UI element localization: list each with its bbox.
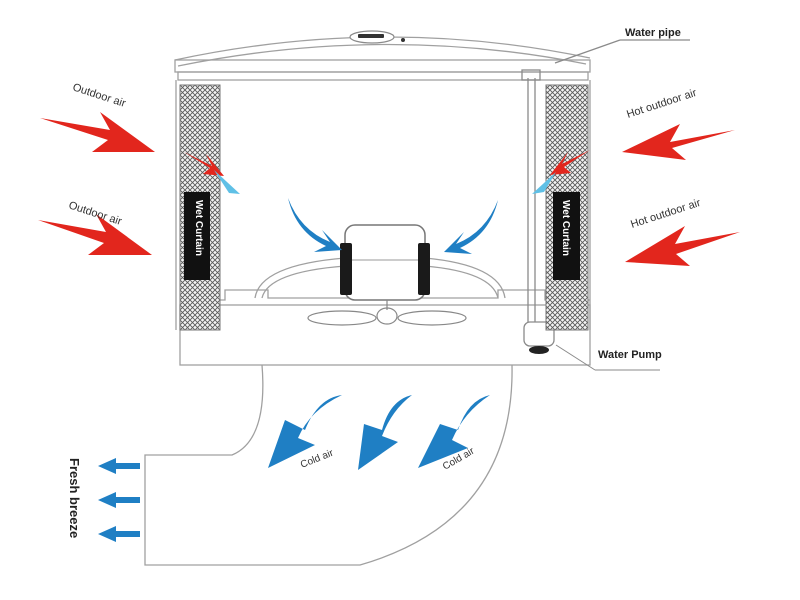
breeze-arrow	[98, 458, 140, 474]
cold-air-label-1: Cold air	[299, 447, 336, 470]
fan-motor	[340, 224, 430, 301]
duct-cold-arrows	[268, 395, 490, 470]
outdoor-air-label-1: Outdoor air	[71, 81, 127, 110]
hot-outdoor-air-label-2: Hot outdoor air	[629, 197, 702, 231]
top-cap-detail	[349, 30, 405, 44]
wet-curtain-right: Wet Curtain	[545, 84, 589, 331]
hot-air-arrow	[38, 214, 152, 255]
outdoor-air-label-2: Outdoor air	[67, 199, 123, 228]
cold-air-arrow	[268, 395, 342, 468]
intake-arrows	[288, 198, 498, 254]
cold-air-arrow	[418, 395, 490, 468]
hot-air-arrow	[625, 226, 740, 266]
fresh-breeze-arrows	[98, 458, 140, 542]
fan-blade	[307, 300, 467, 326]
water-pipe	[521, 39, 690, 330]
wet-curtain-left: Wet Curtain	[179, 84, 221, 331]
wet-curtain-left-label: Wet Curtain	[193, 200, 204, 256]
cold-air-arrow	[444, 200, 498, 254]
water-pipe-label: Water pipe	[625, 27, 681, 39]
hot-air-arrow	[40, 112, 155, 152]
breeze-arrow	[98, 492, 140, 508]
breeze-arrow	[98, 526, 140, 542]
hot-outdoor-air-label-1: Hot outdoor air	[625, 87, 698, 121]
hot-air-arrow	[622, 124, 735, 160]
curtain-transition-arrows	[184, 150, 590, 194]
cooler-housing	[144, 36, 591, 566]
cold-air-arrow	[288, 198, 342, 252]
fresh-breeze-label: Fresh breeze	[67, 458, 82, 538]
wet-curtain-right-label: Wet Curtain	[560, 200, 571, 256]
cold-air-arrow	[358, 395, 412, 470]
water-pump-label: Water Pump	[598, 349, 662, 361]
water-pump	[523, 321, 660, 371]
hot-air-arrows	[38, 112, 740, 266]
